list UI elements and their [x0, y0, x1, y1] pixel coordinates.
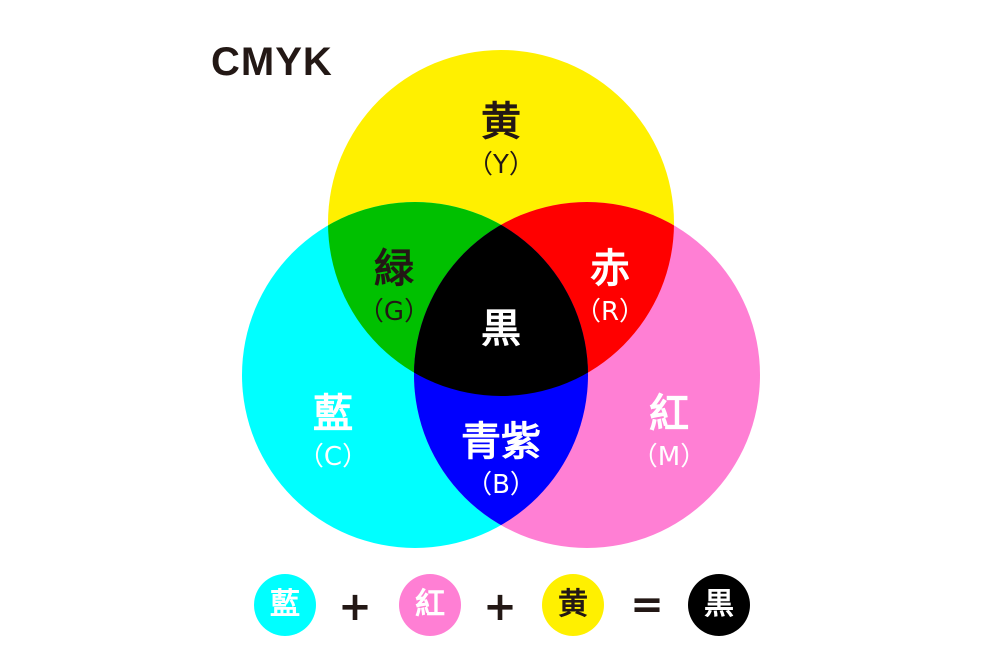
label-magenta-code: （M） [631, 442, 707, 472]
equation-cyan-circle: 藍 [254, 574, 316, 636]
equation-cyan-label: 藍 [270, 587, 300, 622]
label-yellow: 黄 （Y） [467, 102, 535, 178]
label-green: 緑 （G） [358, 249, 430, 325]
label-cyan: 藍 （C） [298, 394, 368, 470]
label-black-name: 黒 [481, 306, 521, 352]
label-blue-name: 青紫 [461, 419, 541, 465]
label-red: 赤 （R） [575, 249, 645, 325]
label-red-code: （R） [574, 297, 646, 327]
label-yellow-code: （Y） [467, 150, 535, 180]
equals-sign: = [630, 582, 664, 628]
label-cyan-code: （C） [297, 442, 369, 472]
label-black: 黒 [481, 309, 521, 349]
label-magenta-name: 紅 [649, 391, 689, 437]
equation-magenta-label: 紅 [415, 587, 445, 622]
equation-magenta-circle: 紅 [399, 574, 461, 636]
label-blue: 青紫 （B） [461, 422, 541, 498]
diagram-title: CMYK [211, 40, 333, 84]
plus-sign-2: + [483, 584, 517, 630]
label-green-code: （G） [357, 297, 431, 327]
label-green-name: 緑 [374, 246, 414, 292]
equation-yellow-circle: 黄 [542, 574, 604, 636]
equation-black-circle: 黒 [688, 574, 750, 636]
label-red-name: 赤 [589, 246, 630, 292]
label-yellow-name: 黄 [480, 99, 521, 145]
plus-sign-1: + [338, 584, 372, 630]
equation-black-label: 黒 [704, 587, 734, 622]
label-magenta: 紅 （M） [632, 394, 706, 470]
equation-yellow-label: 黄 [558, 587, 588, 622]
label-cyan-name: 藍 [313, 391, 353, 437]
label-blue-code: （B） [466, 470, 536, 500]
